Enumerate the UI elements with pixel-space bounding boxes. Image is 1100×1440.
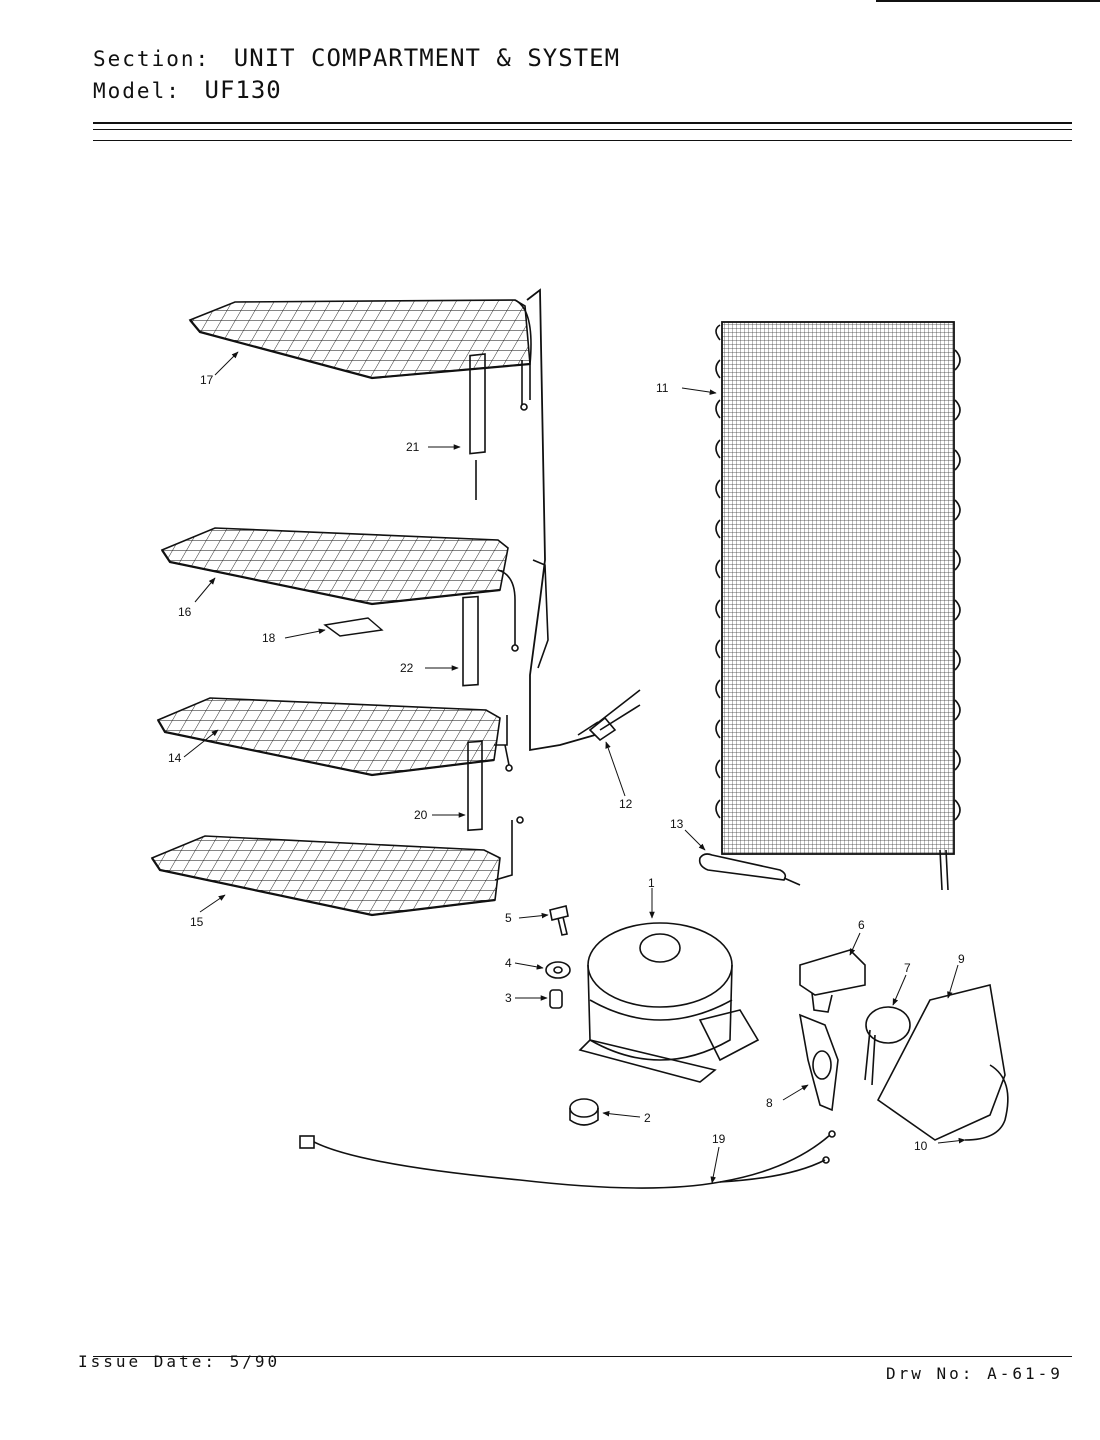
section-line: Section: UNIT COMPARTMENT & SYSTEM xyxy=(93,44,620,72)
bracket-20 xyxy=(467,740,483,832)
bolt-5 xyxy=(549,905,569,936)
callout-16: 16 xyxy=(178,605,192,619)
model-line: Model: UF130 xyxy=(93,76,282,104)
callout-9: 9 xyxy=(958,952,965,966)
model-label: Model: xyxy=(93,79,181,103)
callout-22: 22 xyxy=(400,661,414,675)
bracket-21 xyxy=(469,353,486,500)
header-rule-mid xyxy=(93,129,1072,130)
callout-7: 7 xyxy=(904,961,911,975)
header-rule-top xyxy=(93,122,1072,124)
sleeve-3 xyxy=(549,989,563,1009)
callout-18: 18 xyxy=(262,631,276,645)
drawing-number: Drw No: A-61-9 xyxy=(886,1364,1063,1383)
section-value: UNIT COMPARTMENT & SYSTEM xyxy=(233,44,621,72)
callout-20: 20 xyxy=(414,808,428,822)
callout-13: 13 xyxy=(670,817,684,831)
filter-drier-13 xyxy=(698,853,801,886)
evaporator-shelf-15 xyxy=(150,816,524,917)
evaporator-shelf-14 xyxy=(156,697,513,777)
evaporator-shelf-16 xyxy=(160,527,519,652)
callout-21: 21 xyxy=(406,440,420,454)
callout-12: 12 xyxy=(619,797,633,811)
compressor-1 xyxy=(578,922,760,1083)
overload-7 xyxy=(864,1006,911,1086)
callout-8: 8 xyxy=(766,1096,773,1110)
callout-15: 15 xyxy=(190,915,204,929)
callout-11: 11 xyxy=(656,381,669,395)
callout-14: 14 xyxy=(168,751,182,765)
callout-3: 3 xyxy=(505,991,512,1005)
issue-date: Issue Date: 5/90 xyxy=(78,1352,281,1371)
terminal-cover-9 xyxy=(876,984,1006,1141)
callout-5: 5 xyxy=(505,911,512,925)
callout-10: 10 xyxy=(914,1139,928,1153)
bracket-22 xyxy=(462,595,479,687)
condenser-11 xyxy=(715,321,961,891)
mount-bracket-8 xyxy=(798,1013,839,1112)
tube-12 xyxy=(577,689,641,742)
top-corner-rule xyxy=(876,0,1100,2)
clip-18 xyxy=(323,617,384,637)
callout-2: 2 xyxy=(644,1111,651,1125)
callout-4: 4 xyxy=(505,956,512,970)
callout-17: 17 xyxy=(200,373,214,387)
callout-1: 1 xyxy=(648,876,655,890)
grommet-2 xyxy=(569,1098,599,1126)
footer-rule xyxy=(93,1356,1072,1357)
model-value: UF130 xyxy=(204,76,282,104)
callout-19: 19 xyxy=(712,1132,726,1146)
header-rule-bottom xyxy=(93,140,1072,141)
cord-10 xyxy=(964,1064,1009,1141)
power-cord-19 xyxy=(299,1130,836,1189)
washer-4 xyxy=(545,961,571,979)
evaporator-shelf-17 xyxy=(188,299,532,411)
relay-6 xyxy=(799,949,866,1013)
callout-6: 6 xyxy=(858,918,865,932)
section-label: Section: xyxy=(93,47,211,71)
